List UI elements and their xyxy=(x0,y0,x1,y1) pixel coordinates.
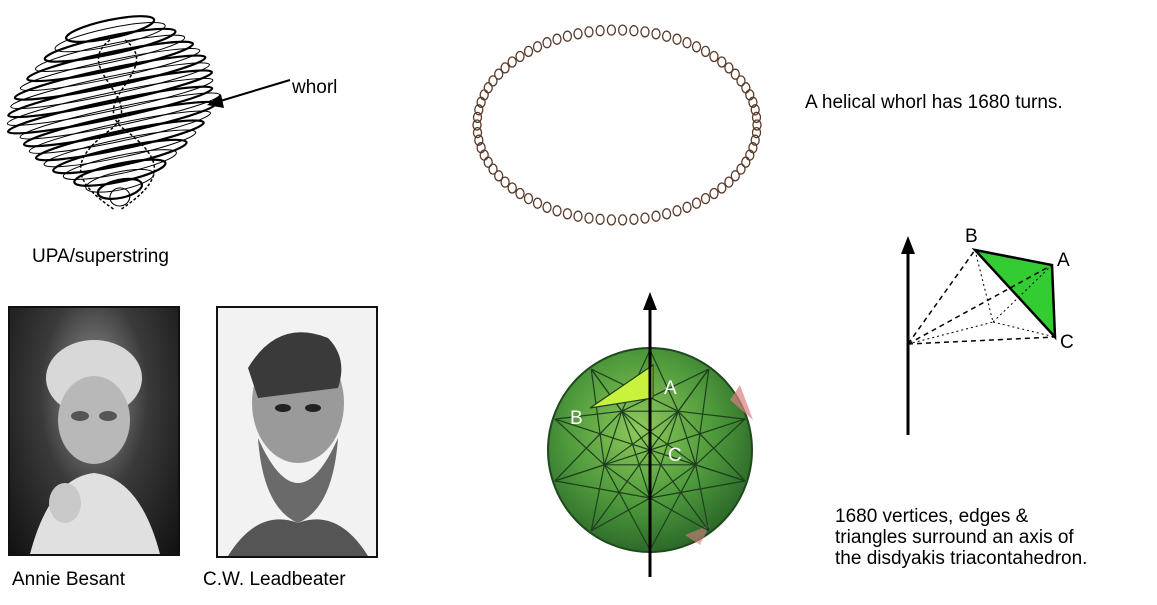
helix-turn xyxy=(725,177,733,187)
disdyakis-triacontahedron xyxy=(535,290,765,580)
helix-turn xyxy=(585,27,593,37)
helix-turn xyxy=(673,206,681,216)
helix-turn xyxy=(663,209,671,219)
helix-turn xyxy=(673,34,681,44)
upa-caption: UPA/superstring xyxy=(32,246,169,268)
helix-turn xyxy=(641,27,649,37)
triangle-caption: 1680 vertices, edges & triangles surroun… xyxy=(835,506,1087,569)
helix-turn xyxy=(753,112,761,122)
caption-line-3: the disdyakis triacontahedron. xyxy=(835,548,1087,569)
annie-besant-caption: Annie Besant xyxy=(12,569,125,591)
helix-turn xyxy=(484,83,492,93)
helix-turn xyxy=(553,206,561,216)
helix-turn xyxy=(563,31,571,41)
helix-turn xyxy=(585,213,593,223)
helix-turn xyxy=(619,215,627,225)
upa-coil xyxy=(43,23,177,68)
whorl-arrow xyxy=(205,75,295,115)
upa-coil xyxy=(64,11,156,47)
caption-line-2: triangles surround an axis of xyxy=(835,527,1087,548)
helix-turn xyxy=(710,52,718,62)
helix-turn xyxy=(702,194,710,204)
helix-turn xyxy=(693,42,701,52)
helix-turn xyxy=(641,213,649,223)
cw-leadbeater-portrait xyxy=(216,306,378,558)
helix-turn xyxy=(742,157,750,167)
helix-turn xyxy=(607,215,615,225)
helix-turn xyxy=(501,63,509,73)
helix-turn xyxy=(607,25,615,35)
helix-turn xyxy=(710,189,718,199)
helix-turn xyxy=(525,46,533,56)
helix-turn xyxy=(574,29,582,39)
helix-turn xyxy=(619,25,627,35)
helix-turn xyxy=(596,26,604,36)
helix-turn xyxy=(652,29,660,39)
cw-leadbeater-caption: C.W. Leadbeater xyxy=(203,569,346,591)
helix-turn xyxy=(516,189,524,199)
helix-turn xyxy=(737,76,745,86)
helix-turn xyxy=(683,202,691,212)
helix-turn xyxy=(718,57,726,67)
helix-turn xyxy=(563,209,571,219)
helix-turn xyxy=(508,57,516,67)
upa-coil xyxy=(96,175,144,202)
upa-superstring-drawing xyxy=(0,0,230,225)
helix-turn xyxy=(718,183,726,193)
triangle-vertex-b: B xyxy=(965,226,978,248)
helix-turn xyxy=(574,211,582,221)
triangle-vertex-a: A xyxy=(1057,250,1070,272)
poly-vertex-b: B xyxy=(570,408,583,430)
helix-turn xyxy=(652,211,660,221)
poly-vertex-a: A xyxy=(664,378,677,400)
helix-turn xyxy=(683,38,691,48)
helix-turn xyxy=(663,31,671,41)
helix-turn xyxy=(525,194,533,204)
helix-turn xyxy=(693,198,701,208)
helix-turn xyxy=(516,52,524,62)
helix-turn xyxy=(702,46,710,56)
helix-turn xyxy=(742,83,750,93)
helix-turn xyxy=(484,157,492,167)
helix-turn xyxy=(543,202,551,212)
helix-turn xyxy=(630,26,638,36)
annie-besant-portrait xyxy=(8,306,180,556)
helix-turn xyxy=(508,183,516,193)
helical-whorl-loop xyxy=(462,18,772,233)
caption-line-1: 1680 vertices, edges & xyxy=(835,506,1087,527)
helix-turn xyxy=(534,42,542,52)
helix-caption: A helical whorl has 1680 turns. xyxy=(805,92,1063,114)
helix-turn xyxy=(534,198,542,208)
helix-turn xyxy=(596,214,604,224)
upa-coil xyxy=(51,134,188,180)
helix-turn xyxy=(630,214,638,224)
helix-turn xyxy=(489,164,497,174)
poly-vertex-c: C xyxy=(668,445,682,467)
helix-turn xyxy=(543,38,551,48)
helix-turn xyxy=(553,34,561,44)
triangle-vertex-c: C xyxy=(1060,332,1074,354)
whorl-label: whorl xyxy=(292,77,337,99)
triangle-axis-diagram xyxy=(895,230,1075,440)
